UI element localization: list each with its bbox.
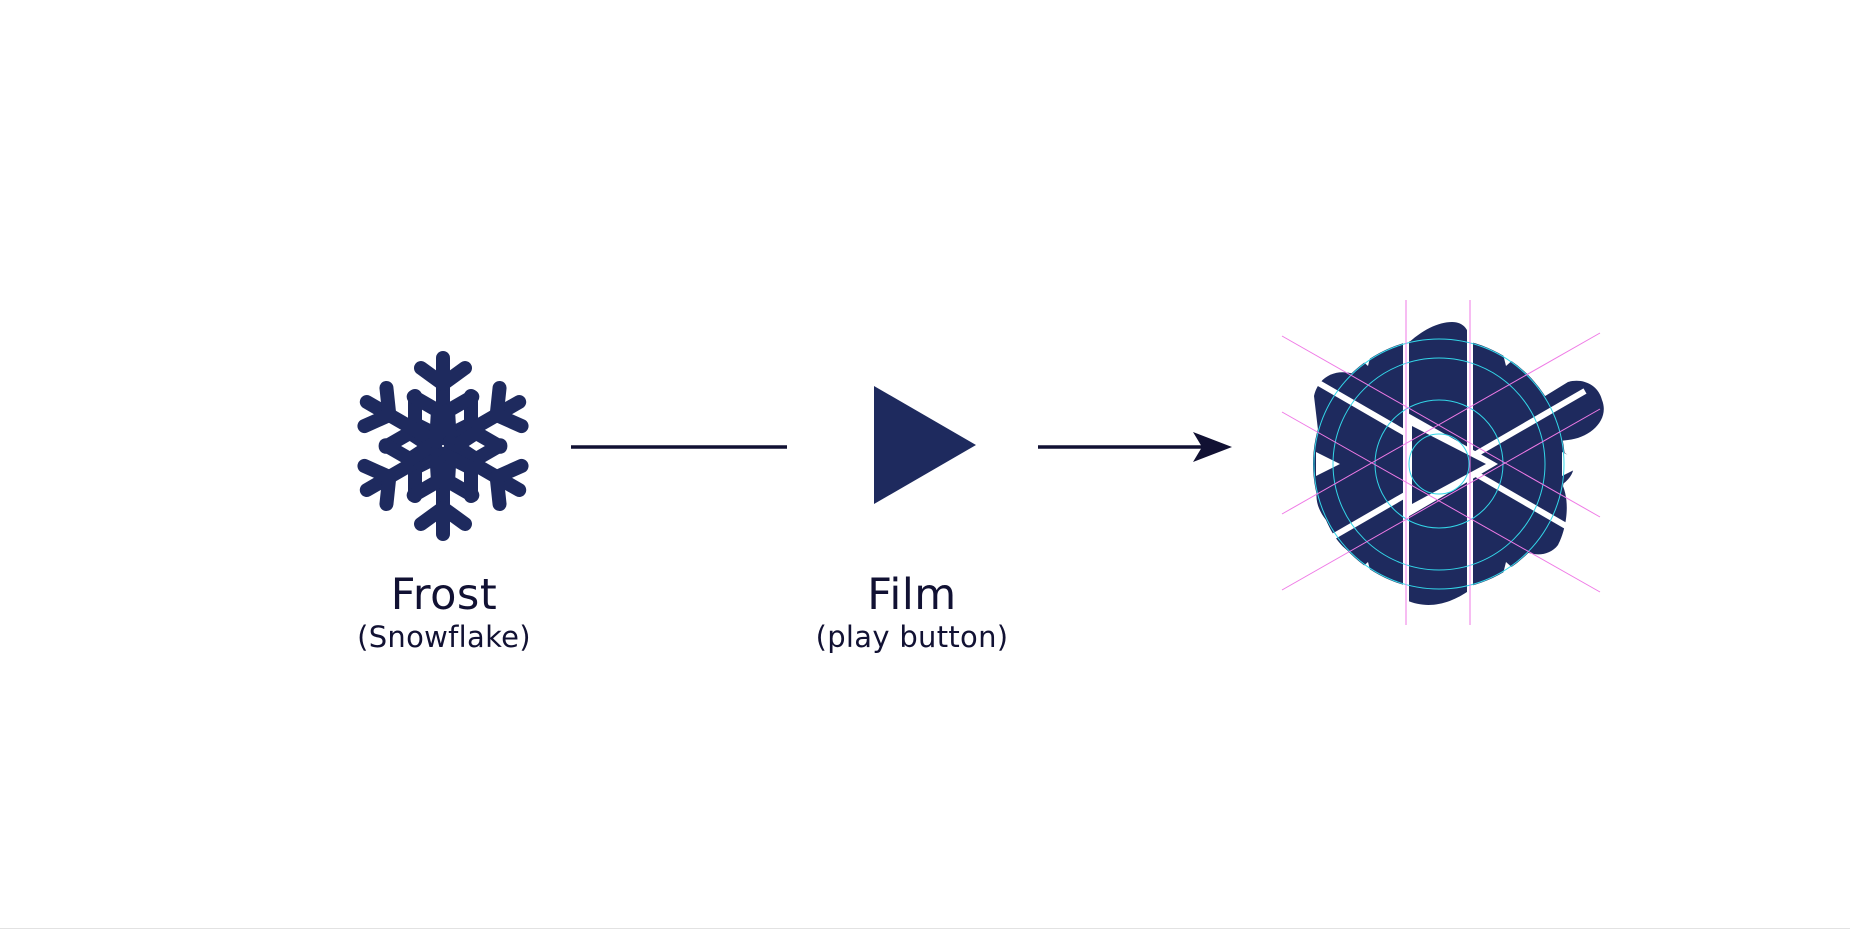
frost-title: Frost xyxy=(390,570,498,620)
bottom-divider xyxy=(0,928,1850,929)
film-caption: Film (play button) xyxy=(782,574,1042,652)
frost-caption: Frost (Snowflake) xyxy=(314,574,574,652)
arrow-right-icon xyxy=(1038,432,1232,462)
logo-construction-icon xyxy=(1281,300,1604,625)
play-button-icon xyxy=(874,386,976,504)
film-subtitle: (play button) xyxy=(815,620,1009,654)
snowflake-icon xyxy=(353,358,533,534)
frost-subtitle: (Snowflake) xyxy=(357,620,531,654)
film-title: Film xyxy=(867,570,957,620)
